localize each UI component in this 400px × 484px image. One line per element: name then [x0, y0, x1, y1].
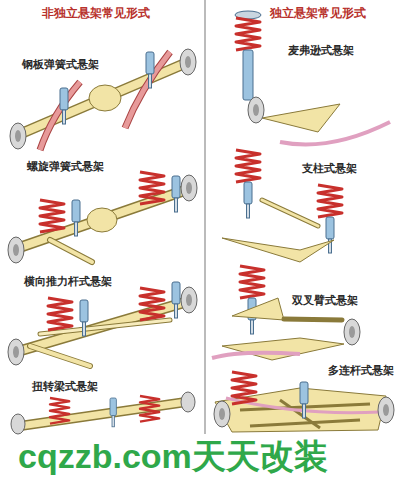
suspension-label: 扭转梁式悬架: [30, 380, 100, 393]
suspension-label: 支柱式悬架: [300, 162, 359, 175]
suspension-label: 螺旋弹簧式悬架: [25, 160, 106, 173]
suspension-label: 钢板弹簧式悬架: [20, 58, 101, 71]
suspension-label: 麦弗逊式悬架: [286, 44, 356, 57]
suspension-label: 横向推力杆式悬架: [22, 275, 114, 288]
suspension-label: 双叉臂式悬架: [290, 294, 360, 307]
section-heading: 独立悬架常见形式: [268, 6, 368, 20]
suspension-label: 多连杆式悬架: [326, 364, 396, 377]
watermark-text: cqzzb.com天天改装: [16, 436, 330, 477]
section-heading: 非独立悬架常见形式: [40, 6, 152, 20]
